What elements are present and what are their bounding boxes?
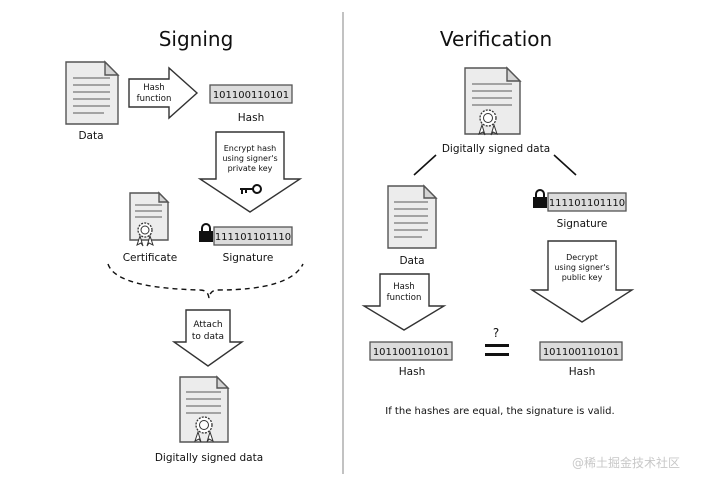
- signing-data-label: Data: [78, 130, 103, 142]
- watermark: @稀土掘金技术社区: [572, 455, 680, 470]
- verification-title: Verification: [440, 27, 552, 51]
- combine-dashed-brace: [107, 263, 304, 299]
- attach-line1: Attach: [193, 320, 222, 330]
- verification-hash-left-box: [369, 341, 453, 361]
- verification-hash-right-label: Hash: [569, 366, 595, 378]
- question-mark: ?: [493, 326, 499, 340]
- signing-hash-box: [209, 84, 293, 104]
- decrypt-arrow: [529, 240, 635, 323]
- verification-signature-value: 111101101110: [549, 198, 625, 209]
- decrypt-line3: public key: [562, 273, 603, 282]
- signing-signature-value: 111101101110: [215, 232, 291, 243]
- signing-hash-label: Hash: [238, 112, 264, 124]
- verification-data-label: Data: [399, 255, 424, 267]
- verification-hash-left-label: Hash: [399, 366, 425, 378]
- hash-function-arrow: [128, 66, 199, 120]
- verification-hash-function-line2: function: [387, 293, 422, 303]
- attach-line2: to data: [192, 332, 224, 342]
- verification-conclusion: If the hashes are equal, the signature i…: [385, 406, 614, 417]
- signing-title: Signing: [159, 27, 234, 51]
- encrypt-hash-arrow: [197, 131, 303, 213]
- split-line-left: [413, 154, 437, 176]
- signing-hash-function-line1: Hash: [143, 83, 164, 93]
- verification-hash-right-box: [539, 341, 623, 361]
- verification-signed-data-label: Digitally signed data: [442, 143, 550, 155]
- verification-data-document-icon: [387, 184, 438, 249]
- decrypt-line2: using signer's: [554, 263, 609, 272]
- split-line-right: [553, 154, 577, 176]
- verification-hash-right-value: 101100110101: [543, 347, 619, 358]
- signing-signed-data-label: Digitally signed data: [155, 452, 263, 464]
- signed-document-icon: [179, 375, 230, 443]
- certificate-icon: [129, 191, 170, 247]
- verification-signature-box: [547, 192, 627, 212]
- verification-hash-function-line1: Hash: [393, 282, 414, 292]
- decrypt-line1: Decrypt: [566, 253, 598, 262]
- data-document-icon: [65, 60, 120, 125]
- verification-hash-left-value: 101100110101: [373, 347, 449, 358]
- encrypt-line1: Encrypt hash: [224, 144, 277, 153]
- signing-signature-label: Signature: [223, 252, 274, 264]
- attach-to-data-arrow: [171, 309, 245, 367]
- equals-icon: [485, 344, 509, 356]
- encrypt-line2: using signer's: [222, 154, 277, 163]
- verification-signed-document-icon: [464, 66, 522, 136]
- signing-hash-function-line2: function: [137, 94, 172, 104]
- signing-padlock-icon: [199, 223, 213, 242]
- verification-hash-function-arrow: [361, 273, 447, 331]
- encrypt-line3: private key: [228, 164, 273, 173]
- signing-signature-box: [213, 226, 293, 246]
- signing-hash-value: 101100110101: [213, 90, 289, 101]
- verification-padlock-icon: [533, 189, 547, 208]
- certificate-label: Certificate: [123, 252, 178, 264]
- private-key-icon: [240, 184, 262, 194]
- verification-signature-label: Signature: [557, 218, 608, 230]
